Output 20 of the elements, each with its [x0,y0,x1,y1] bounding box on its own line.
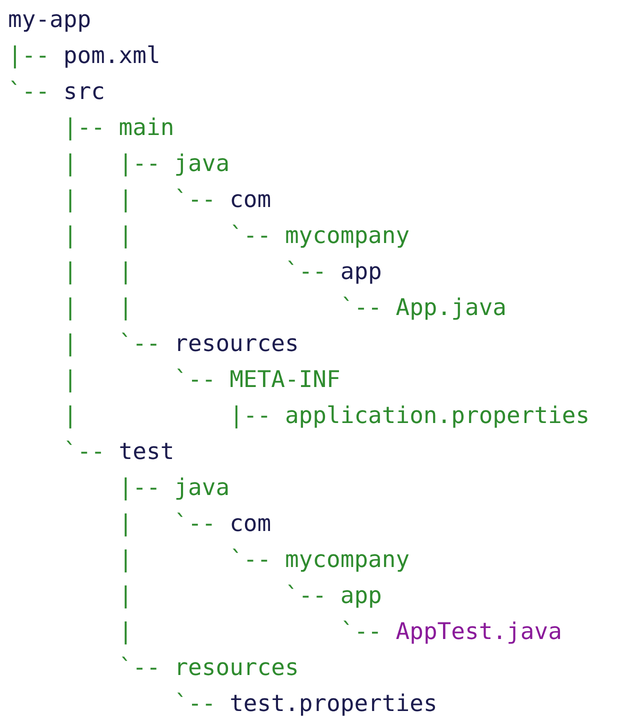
directory-entry: |-- main [63,114,174,143]
directory-entry: `-- test [63,438,174,467]
directory-entry: `-- resources [118,654,299,683]
directory-entry: | | `-- mycompany [63,222,410,251]
directory-entry: | | `-- app [63,258,382,287]
directory-entry: | `-- app [118,582,382,611]
directory-entry: `-- test.properties [174,690,438,719]
directory-entry: | `-- resources [63,330,299,359]
directory-entry: | `-- mycompany [118,546,410,575]
directory-entry: my-app [8,6,92,35]
directory-entry: | | `-- com [63,186,272,215]
directory-entry: |-- pom.xml [8,42,160,71]
directory-entry: | `-- META-INF [63,366,340,395]
directory-entry: | `-- AppTest.java [118,618,562,647]
directory-entry: | | `-- App.java [63,294,507,323]
directory-entry: |-- java [118,474,230,503]
directory-entry: `-- src [8,78,105,107]
directory-entry: | |-- java [63,150,230,179]
directory-entry: | `-- com [118,510,272,539]
directory-entry: | |-- application.properties [63,402,590,431]
